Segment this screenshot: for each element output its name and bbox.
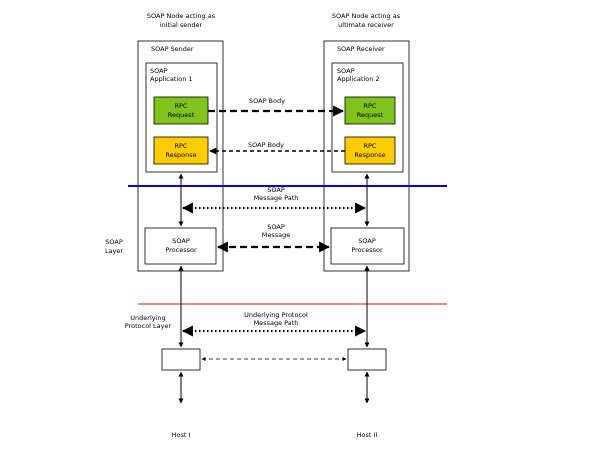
sender-processor-line-1: SOAP: [172, 237, 190, 245]
host-1-label: Host I: [172, 431, 191, 439]
soap-body-request-label: SOAP Body: [249, 97, 285, 105]
receiver-rpc-request-line-1: RPC: [364, 102, 377, 110]
application-2-label-line-1: SOAP: [337, 67, 355, 75]
sender-rpc-request-box: [153, 96, 209, 125]
sender-caption-line-2: initial sender: [160, 21, 203, 29]
receiver-rpc-response-line-2: Response: [354, 151, 385, 159]
underlying-layer-label-line-1: Underlying: [130, 314, 165, 322]
host-2-label: Host II: [357, 431, 378, 439]
receiver-processor-line-2: Processor: [351, 246, 383, 254]
sender-rpc-request-line-1: RPC: [175, 102, 188, 110]
receiver-caption-line-2: ultimate receiver: [338, 21, 394, 29]
receiver-rpc-response-line-1: RPC: [364, 142, 377, 150]
soap-body-response-label: SOAP Body: [248, 141, 284, 149]
receiver-rpc-request-box: [344, 96, 396, 125]
sender-rpc-response-line-2: Response: [165, 151, 196, 159]
soap-message-label-line-2: Message: [262, 231, 291, 239]
receiver-processor-line-1: SOAP: [358, 237, 376, 245]
underlying-path-label-line-2: Message Path: [254, 319, 299, 327]
soap-message-label-line-1: SOAP: [267, 223, 285, 231]
soap-layer-label-line-2: Layer: [105, 247, 123, 255]
soap-layer-label-line-1: SOAP: [105, 238, 123, 246]
sender-caption-line-1: SOAP Node acting as: [147, 12, 216, 20]
sender-rpc-response-line-1: RPC: [175, 142, 188, 150]
receiver-soap-processor-box: [330, 227, 405, 265]
application-1-label-line-1: SOAP: [150, 67, 168, 75]
application-2-label-line-2: Application 2: [337, 75, 380, 83]
sender-soap-processor-box: [144, 227, 217, 265]
sender-processor-line-2: Processor: [165, 246, 197, 254]
soap-receiver-title: SOAP Receiver: [337, 45, 385, 53]
soap-message-path-label-line-1: SOAP: [267, 186, 285, 194]
soap-message-path-label-line-2: Message Path: [254, 194, 299, 202]
sender-protocol-box: [161, 348, 201, 371]
receiver-protocol-box: [347, 348, 387, 371]
sender-rpc-response-box: [153, 136, 209, 165]
sender-rpc-request-line-2: Request: [168, 111, 195, 119]
underlying-path-label-line-1: Underlying Protocol: [244, 311, 308, 319]
receiver-caption-line-1: SOAP Node acting as: [332, 12, 401, 20]
receiver-rpc-request-line-2: Request: [357, 111, 384, 119]
soap-sender-title: SOAP Sender: [151, 45, 194, 53]
application-1-label-line-2: Application 1: [150, 75, 193, 83]
underlying-layer-label-line-2: Protocol Layer: [125, 322, 172, 330]
